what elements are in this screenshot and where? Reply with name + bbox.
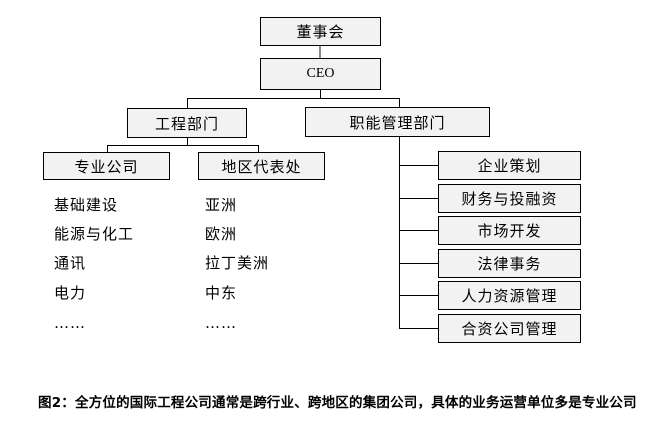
connector-to-functional (399, 98, 400, 107)
function-box-finance-investment: 财务与投融资 (438, 184, 581, 213)
node-engineering-dept: 工程部门 (127, 108, 247, 138)
function-box-joint-venture-mgmt: 合资公司管理 (438, 314, 581, 343)
function-box-corporate-planning: 企业策划 (438, 151, 581, 180)
connector-horizontal-top (187, 98, 400, 99)
connector-stub (399, 198, 438, 199)
connector-stub (399, 165, 438, 166)
list-item-industry: 通讯 (54, 254, 87, 272)
list-item-industry: 能源与化工 (54, 225, 135, 243)
function-box-human-resources: 人力资源管理 (438, 281, 581, 310)
connector-engineering-drop (187, 138, 188, 145)
connector-functional-spine (399, 137, 400, 329)
connector-stub (399, 328, 438, 329)
list-item-region-ellipsis: …… (205, 314, 237, 332)
connector-board-ceo (319, 46, 321, 58)
connector-ceo-drop (320, 90, 321, 98)
list-item-region: 拉丁美洲 (205, 254, 270, 272)
connector-stub (399, 295, 438, 296)
connector-to-regional (258, 145, 259, 152)
figure-caption: 图2：全方位的国际工程公司通常是跨行业、跨地区的集团公司，具体的业务运营单位多是… (38, 395, 637, 411)
node-specialized-companies: 专业公司 (43, 152, 170, 180)
connector-to-specialized (107, 145, 108, 152)
connector-stub (399, 263, 438, 264)
node-ceo: CEO (260, 58, 381, 90)
list-item-region: 欧洲 (205, 225, 238, 243)
list-item-industry: 基础建设 (54, 196, 119, 214)
node-functional-mgmt-dept: 职能管理部门 (305, 107, 490, 137)
node-board-of-directors: 董事会 (260, 17, 381, 46)
list-item-region: 中东 (205, 284, 238, 302)
list-item-region: 亚洲 (205, 196, 238, 214)
node-regional-offices: 地区代表处 (198, 152, 325, 180)
list-item-industry-ellipsis: …… (54, 314, 86, 332)
connector-horizontal-sub (107, 145, 259, 146)
function-box-market-development: 市场开发 (438, 216, 581, 245)
list-item-industry: 电力 (54, 284, 87, 302)
connector-to-engineering (187, 98, 188, 108)
connector-stub (399, 230, 438, 231)
function-box-legal-affairs: 法律事务 (438, 249, 581, 278)
